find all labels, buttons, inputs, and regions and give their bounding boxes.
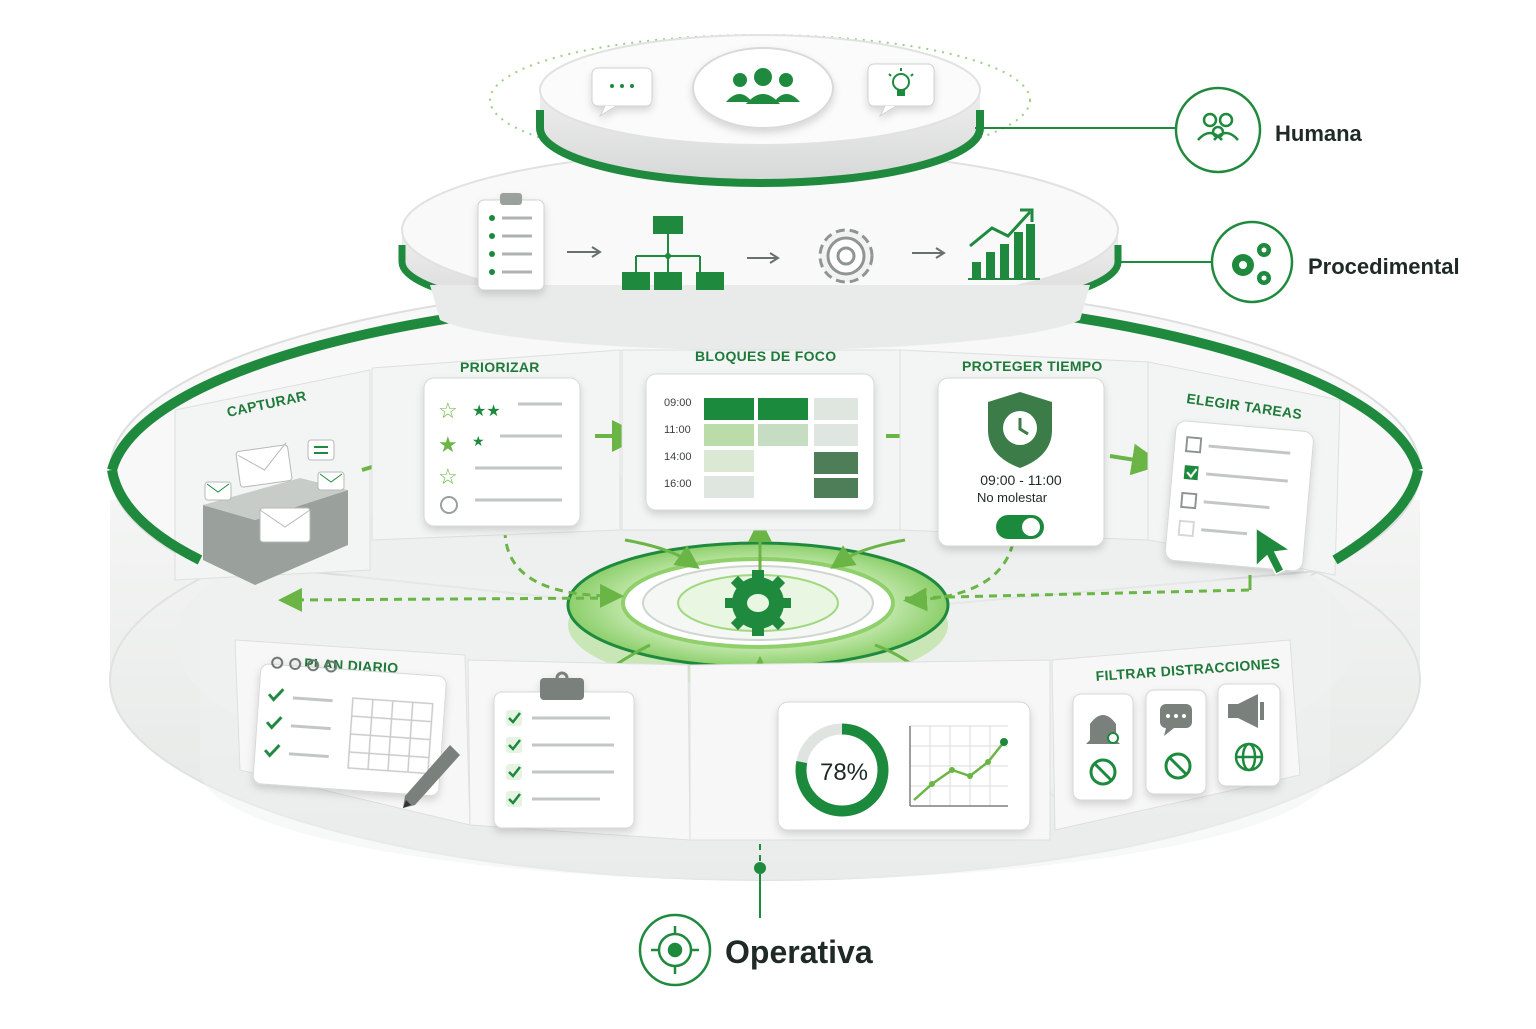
time-slot: 11:00: [664, 424, 691, 436]
module-priorizar-title: PRIORIZAR: [460, 359, 540, 375]
module-proteger-tiempo: PROTEGER TIEMPO 09:00 - 11:00 No molesta…: [899, 349, 1164, 547]
legend-humana-label: Humana: [1275, 121, 1363, 146]
do-not-disturb-toggle[interactable]: [996, 515, 1044, 539]
megaphone-icon: [1228, 694, 1264, 728]
module-elegir-tareas: ELEGIR TAREAS: [1147, 361, 1341, 576]
trend-chart-icon: [909, 725, 1008, 807]
star-icon: ☆ ★★ ★ ★ ☆: [438, 398, 501, 514]
shield-clock-icon: [988, 392, 1052, 468]
arrow-icon: [567, 246, 602, 258]
check-icon: [263, 688, 285, 758]
web-block-card: [1217, 683, 1281, 787]
legend-procedimental: Procedimental: [1118, 220, 1460, 304]
people-icon: [1197, 112, 1239, 141]
arrow-icon: [747, 252, 780, 264]
growth-chart-icon: [968, 208, 1040, 280]
globe-icon: [1234, 742, 1264, 772]
chat-icon: [1160, 704, 1192, 736]
svg-text:☆: ☆: [438, 398, 458, 423]
inbox-tray-icon: [203, 442, 348, 585]
message-block-card: [1145, 689, 1207, 795]
focus-schedule-card: 09:00 11:00 14:00 16:00: [645, 373, 875, 511]
module-capturar: CAPTURAR: [174, 369, 411, 585]
module-proteger-title: PROTEGER TIEMPO: [962, 358, 1103, 374]
lightbulb-icon: [867, 63, 935, 118]
protect-time-range: 09:00 - 11:00: [980, 472, 1062, 488]
checklist-clipboard-icon: [477, 193, 545, 291]
cursor-icon: [1255, 526, 1293, 576]
gear-icon: [818, 228, 874, 284]
check-icon: [506, 710, 522, 807]
time-slot: 16:00: [664, 478, 692, 490]
flowchart-icon: [622, 216, 724, 290]
module-bloques-de-foco: BLOQUES DE FOCO 09:00 11:00 14:00 16:00: [621, 348, 938, 531]
chat-bubble-icon: [591, 67, 653, 118]
module-checklist: [467, 659, 691, 841]
gears-icon: [1232, 243, 1271, 285]
svg-text:★★: ★★: [472, 403, 501, 420]
clipboard-checklist-card: [493, 671, 635, 829]
hub-gear-icon: [725, 570, 791, 636]
legend-humana: Humana: [975, 86, 1363, 174]
protect-time-card: 09:00 - 11:00 No molestar: [937, 377, 1105, 547]
arrow-icon: [912, 247, 946, 259]
legend-operativa-label: Operativa: [725, 934, 873, 970]
svg-text:☆: ☆: [438, 464, 458, 489]
do-not-disturb-status: No molestar: [977, 490, 1048, 505]
block-icon: [1089, 758, 1117, 786]
module-plan-diario: PLAN DIARIO: [234, 639, 471, 826]
notification-block-card: [1072, 693, 1134, 801]
mail-badge-icon: [204, 439, 345, 501]
daily-planner-card: [252, 656, 447, 797]
progress-percent: 78%: [820, 759, 868, 786]
svg-text:★: ★: [472, 433, 485, 449]
metrics-card: 78%: [777, 701, 1031, 831]
module-bloques-title: BLOQUES DE FOCO: [695, 348, 836, 364]
module-filtrar-distracciones: FILTRAR DISTRACCIONES: [1051, 639, 1301, 831]
task-checklist-card: [1164, 420, 1314, 572]
priority-list-card: ☆ ★★ ★ ★ ☆: [423, 377, 581, 527]
legend-operativa: Operativa: [638, 668, 873, 987]
team-icon: [692, 47, 834, 129]
time-slot: 09:00: [664, 397, 692, 409]
pencil-icon: [403, 745, 460, 808]
target-icon: [651, 926, 699, 974]
time-slot: 14:00: [664, 451, 692, 463]
module-metrics: 78%: [689, 659, 1051, 841]
svg-text:★: ★: [438, 432, 458, 457]
block-icon: [1164, 752, 1192, 780]
progress-ring: [795, 723, 889, 817]
module-priorizar: PRIORIZAR ☆ ★★ ★ ★ ☆: [371, 349, 644, 541]
legend-procedimental-label: Procedimental: [1308, 254, 1460, 279]
